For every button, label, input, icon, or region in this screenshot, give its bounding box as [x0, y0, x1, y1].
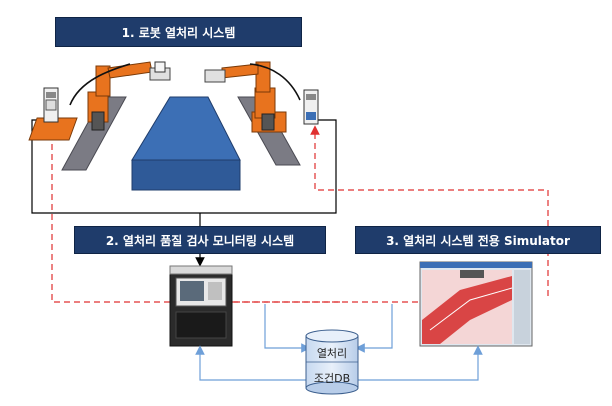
right-controller — [303, 89, 319, 125]
workpiece-top — [131, 96, 241, 161]
monitoring-cabinet — [169, 265, 233, 347]
db-label-line1: 열처리 — [316, 347, 348, 360]
db-monitor-return — [195, 345, 306, 381]
robot-system-title: 1. 로봇 열처리 시스템 — [55, 17, 302, 47]
right-robot — [204, 61, 301, 133]
monitoring-system-title: 2. 열처리 품질 검사 모니터링 시스템 — [74, 226, 326, 254]
condition-db-cylinder — [305, 329, 359, 395]
left-controller — [43, 87, 59, 123]
left-rail — [61, 96, 127, 171]
simulator-title: 3. 열처리 시스템 전용 Simulator — [355, 226, 601, 254]
db-simulator-return — [358, 345, 483, 381]
simulator-db-link — [355, 304, 393, 353]
monitor-db-link — [264, 304, 311, 353]
left-robot — [28, 61, 171, 141]
control-wire — [31, 119, 337, 214]
workpiece-front — [131, 159, 241, 191]
simulator-screen — [419, 261, 533, 347]
db-label-line2: 조건DB — [313, 372, 351, 385]
